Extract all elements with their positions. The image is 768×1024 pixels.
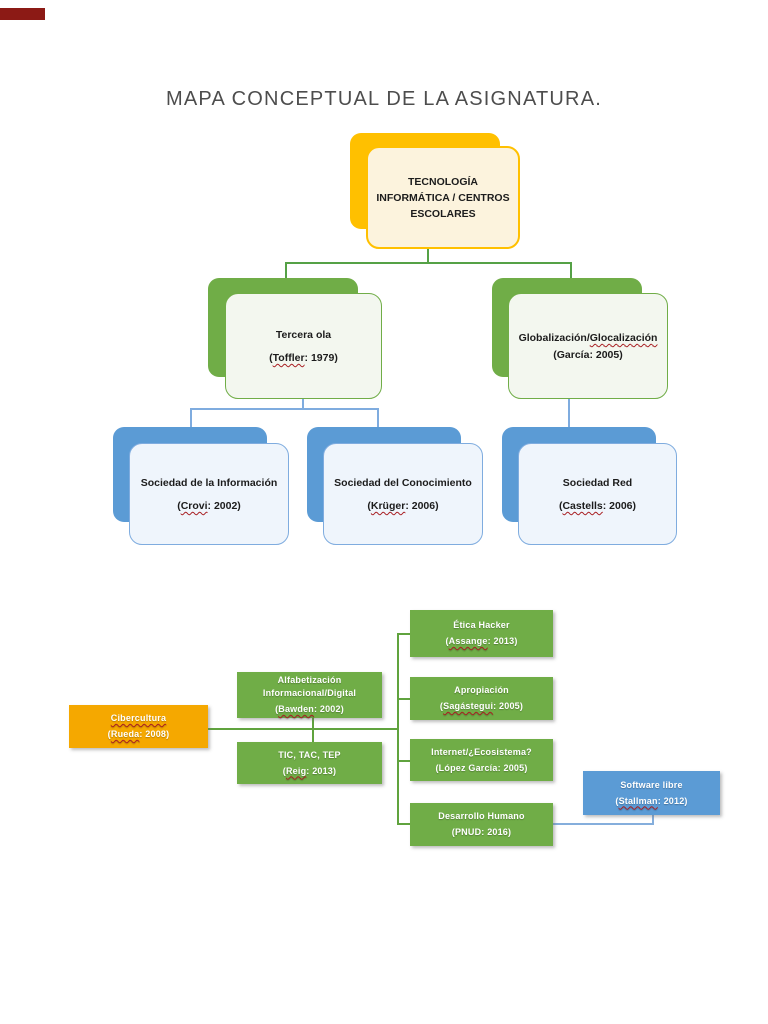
node-citation: (Krüger: 2006): [367, 500, 439, 512]
connector-tercera-drop: [285, 262, 287, 278]
node-label: Tercera ola: [275, 329, 332, 341]
node-cibercultura: Cibercultura (Rueda: 2008): [69, 705, 208, 748]
connector-informacion-drop: [190, 408, 192, 427]
node-software-libre: Software libre (Stallman: 2012): [583, 771, 720, 815]
node-citation: (López García: 2005): [435, 762, 528, 773]
node-citation: (PNUD: 2016): [451, 827, 512, 837]
node-tecnologia: TECNOLOGÍA INFORMÁTICA / CENTROS ESCOLAR…: [366, 146, 520, 249]
node-label: Internet/¿Ecosistema?: [431, 746, 532, 757]
node-label: TIC, TAC, TEP: [278, 749, 341, 760]
node-soc-conocimiento: Sociedad del Conocimiento (Krüger: 2006): [323, 443, 483, 545]
node-citation: (Toffler: 1979): [269, 352, 338, 364]
node-apropiacion: Apropiación (Sagástegui: 2005): [410, 677, 553, 720]
page-title: MAPA CONCEPTUAL DE LA ASIGNATURA.: [166, 88, 602, 110]
node-label: Cibercultura: [110, 713, 167, 723]
node-soc-red: Sociedad Red (Castells: 2006): [518, 443, 677, 545]
node-label: Sociedad de la Información: [140, 477, 278, 489]
node-label: Ética Hacker: [453, 620, 510, 630]
connector-conocimiento-drop: [377, 408, 379, 427]
connector-alfabetizacion-tic: [312, 718, 314, 742]
connector-right-spine: [397, 633, 399, 825]
connector-globalizacion-drop: [570, 262, 572, 278]
node-label: Desarrollo Humano: [438, 811, 525, 821]
node-label: Sociedad del Conocimiento: [334, 477, 472, 489]
connector-red-drop: [568, 397, 570, 427]
connector-stub-apropiacion: [397, 698, 410, 700]
node-label: Alfabetización Informacional/Digital: [262, 675, 357, 698]
connector-stub-etica: [397, 633, 410, 635]
connector-top-vertical: [427, 245, 429, 262]
node-label: TECNOLOGÍA INFORMÁTICA / CENTROS ESCOLAR…: [376, 175, 510, 220]
node-citation: (Reig: 2013): [282, 765, 337, 776]
connector-tercera-down: [302, 397, 304, 408]
node-label: Apropiación: [454, 685, 509, 695]
connector-cibercultura-horizontal: [208, 728, 397, 730]
connector-level2-horizontal: [285, 262, 572, 264]
node-citation: (Assange: 2013): [445, 636, 518, 646]
node-citation: (Castells: 2006): [558, 500, 637, 512]
node-citation: (García: 2005): [553, 349, 623, 361]
node-globalizacion: Globalización/Glocalización (García: 200…: [508, 293, 668, 399]
node-citation: (Rueda: 2008): [107, 729, 170, 739]
node-desarrollo-humano: Desarrollo Humano (PNUD: 2016): [410, 803, 553, 846]
node-tic-tac-tep: TIC, TAC, TEP (Reig: 2013): [237, 742, 382, 784]
node-alfabetizacion: Alfabetización Informacional/Digital (Ba…: [237, 672, 382, 718]
connector-software-vertical: [652, 815, 654, 825]
node-etica-hacker: Ética Hacker (Assange: 2013): [410, 610, 553, 657]
node-soc-informacion: Sociedad de la Información (Crovi: 2002): [129, 443, 289, 545]
node-label: Software libre: [620, 779, 683, 790]
node-citation: (Bawden: 2002): [275, 704, 344, 714]
connector-level3-horizontal: [190, 408, 378, 410]
corner-marker: [0, 8, 45, 20]
node-label: Globalización/Glocalización: [518, 332, 658, 344]
node-citation: (Sagástegui: 2005): [439, 701, 524, 711]
node-tercera-ola: Tercera ola (Toffler: 1979): [225, 293, 382, 399]
node-label: Sociedad Red: [562, 477, 633, 489]
connector-stub-internet: [397, 760, 410, 762]
node-internet-ecosistema: Internet/¿Ecosistema? (López García: 200…: [410, 739, 553, 781]
connector-software-horizontal: [553, 823, 654, 825]
node-citation: (Stallman: 2012): [615, 795, 688, 806]
node-citation: (Crovi: 2002): [177, 500, 241, 512]
connector-stub-desarrollo: [397, 823, 410, 825]
